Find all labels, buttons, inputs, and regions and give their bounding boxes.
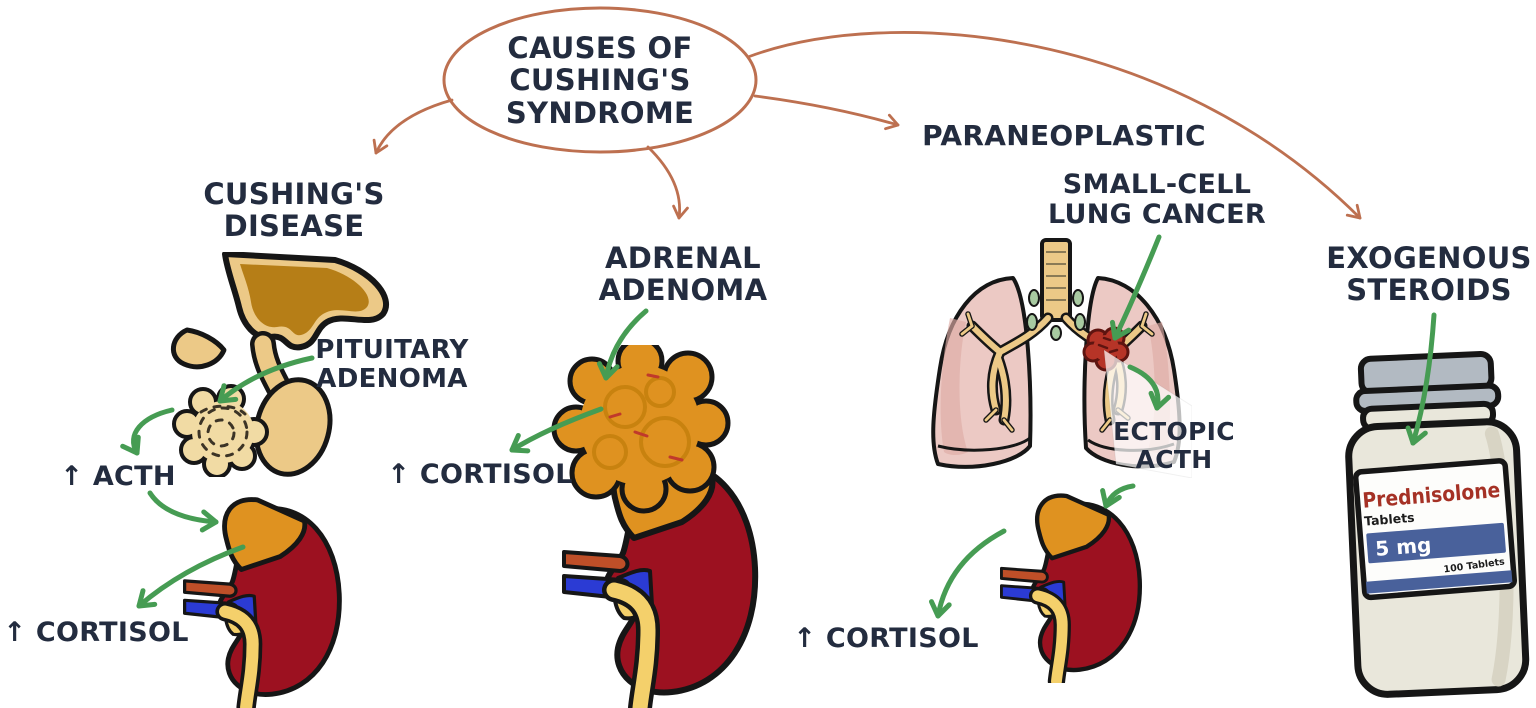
- pituitary-gland-illustration: [171, 252, 389, 477]
- lymph-nodes: [1026, 289, 1086, 341]
- adrenal-adenoma-kidney-illustration: [551, 345, 772, 708]
- label-pituitary-adenoma: PITUITARY ADENOMA: [315, 335, 469, 395]
- arrow-to-cushings-disease: [372, 98, 454, 155]
- sphenoid-bone: [171, 252, 389, 370]
- label-ectopic-acth: ECTOPIC ACTH: [1113, 417, 1235, 474]
- trachea: [1040, 238, 1072, 322]
- ectopic-acth-beam: [1103, 349, 1192, 478]
- adrenal-adenoma-tumor: [551, 345, 731, 514]
- pill-bottle-illustration: Prednisolone Tablets 5 mg 100 Tablets: [1345, 350, 1530, 698]
- heading-exogenous-steroids: EXOGENOUS STEROIDS: [1326, 241, 1532, 308]
- label-small-cell-lung-cancer: SMALL-CELL LUNG CANCER: [1048, 169, 1266, 231]
- label-acth-1: ↑ ACTH: [60, 461, 176, 492]
- drug-type: Tablets: [1364, 510, 1416, 529]
- label-cortisol-2: ↑ CORTISOL: [387, 459, 573, 490]
- heading-paraneoplastic: PARANEOPLASTIC: [922, 119, 1206, 152]
- label-cortisol-3: ↑ CORTISOL: [793, 623, 979, 654]
- drug-dose: 5 mg: [1374, 533, 1432, 561]
- kidney-adrenal-illustration-2: [1000, 487, 1152, 683]
- pituitary-adenoma-tumor: [172, 384, 269, 477]
- lung-left: [931, 276, 1033, 469]
- bottle-label: Prednisolone Tablets 5 mg 100 Tablets: [1352, 458, 1518, 601]
- arrow-to-paraneoplastic: [753, 94, 900, 131]
- arrow-to-adrenal-adenoma: [646, 145, 689, 220]
- arrow-adrenal-to-cortisol-3: [928, 528, 1007, 619]
- kidney-adrenal-illustration-1: [183, 490, 353, 708]
- heading-adrenal-adenoma: ADRENAL ADENOMA: [598, 241, 768, 308]
- label-cortisol-1: ↑ CORTISOL: [3, 617, 189, 648]
- heading-cushings-disease: CUSHING'S DISEASE: [203, 177, 385, 244]
- causes-oval-label: CAUSES OF CUSHING'S SYNDROME: [505, 31, 695, 130]
